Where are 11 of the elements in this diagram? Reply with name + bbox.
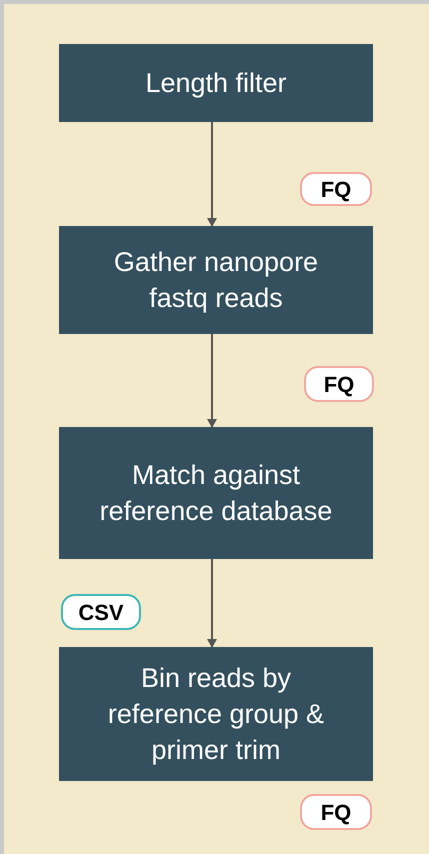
process-box: Bin reads by reference group & primer trim <box>59 647 373 781</box>
process-box: Gather nanopore fastq reads <box>59 226 373 334</box>
process-box: Match against reference database <box>59 427 373 559</box>
arrow <box>207 122 217 227</box>
arrow <box>207 559 217 648</box>
format-tag: FQ <box>304 366 374 402</box>
format-tag: FQ <box>300 794 372 830</box>
format-tag: CSV <box>61 594 141 630</box>
format-tag: FQ <box>300 172 372 206</box>
arrow <box>207 334 217 428</box>
process-box: Length filter <box>59 44 373 122</box>
